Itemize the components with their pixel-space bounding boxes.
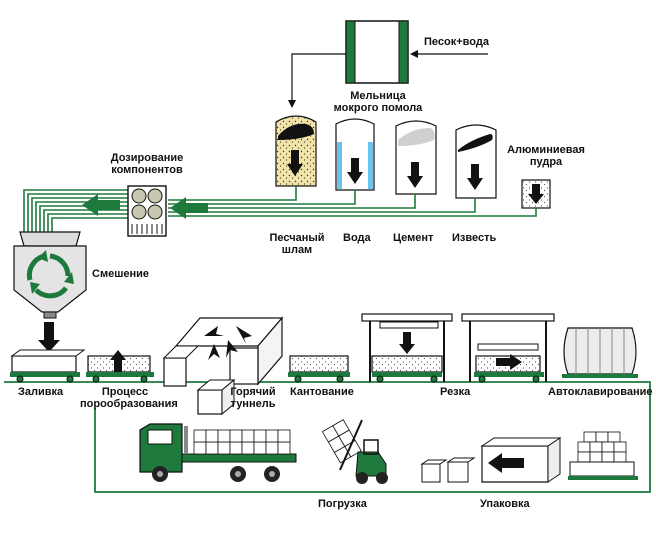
pallet-stack-icon [568,431,638,480]
pour-arrow [38,322,60,352]
hot-tunnel-icon [162,316,284,416]
label-mixing: Смешение [92,268,150,280]
cutting-frame-2 [461,313,555,383]
label-tilting: Кантование [290,386,354,398]
label-hot-tunnel: Горячий туннель [230,386,276,410]
label-cutting: Резка [440,386,471,398]
label-pore-forming: Процесс порообразования [80,386,178,410]
label-autoclaving: Автоклавирование [548,386,653,398]
truck-icon [139,423,297,482]
dosing-unit-icon [127,185,167,237]
mold-tilting [288,355,350,383]
label-water: Вода [343,232,371,244]
aluminium-powder-box [521,179,551,209]
label-loading: Погрузка [318,498,367,510]
mill-outlet-line [288,53,346,108]
label-mill: Мельница мокрого помола [333,90,423,114]
mold-pore-forming [86,350,154,383]
ball-mill-icon [345,20,409,84]
silo-sand-slurry [275,115,317,187]
packing-icon [420,437,562,483]
label-lime: Известь [452,232,497,244]
mixer-icon [13,231,87,319]
label-sand-water: Песок+вода [424,36,489,48]
feed-lines [23,186,537,232]
label-dosing: Дозирование компонентов [110,152,184,176]
flow-arrow-to-mixer [82,194,120,216]
silo-lime [455,124,497,199]
flow-arrow-to-dosing [170,197,208,219]
mold-pouring [10,349,86,383]
autoclave-icon [562,327,638,378]
label-pouring: Заливка [18,386,64,398]
label-packing: Упаковка [480,498,530,510]
silo-water [335,118,375,191]
sand-water-inlet-arrow [410,50,488,58]
label-sand-slurry: Песчаный шлам [269,232,325,256]
silo-cement [395,120,437,195]
cutting-frame-1 [361,313,453,383]
label-cement: Цемент [393,232,434,244]
label-aluminium-powder: Алюминиевая пудра [507,144,585,168]
forklift-icon [321,419,388,484]
